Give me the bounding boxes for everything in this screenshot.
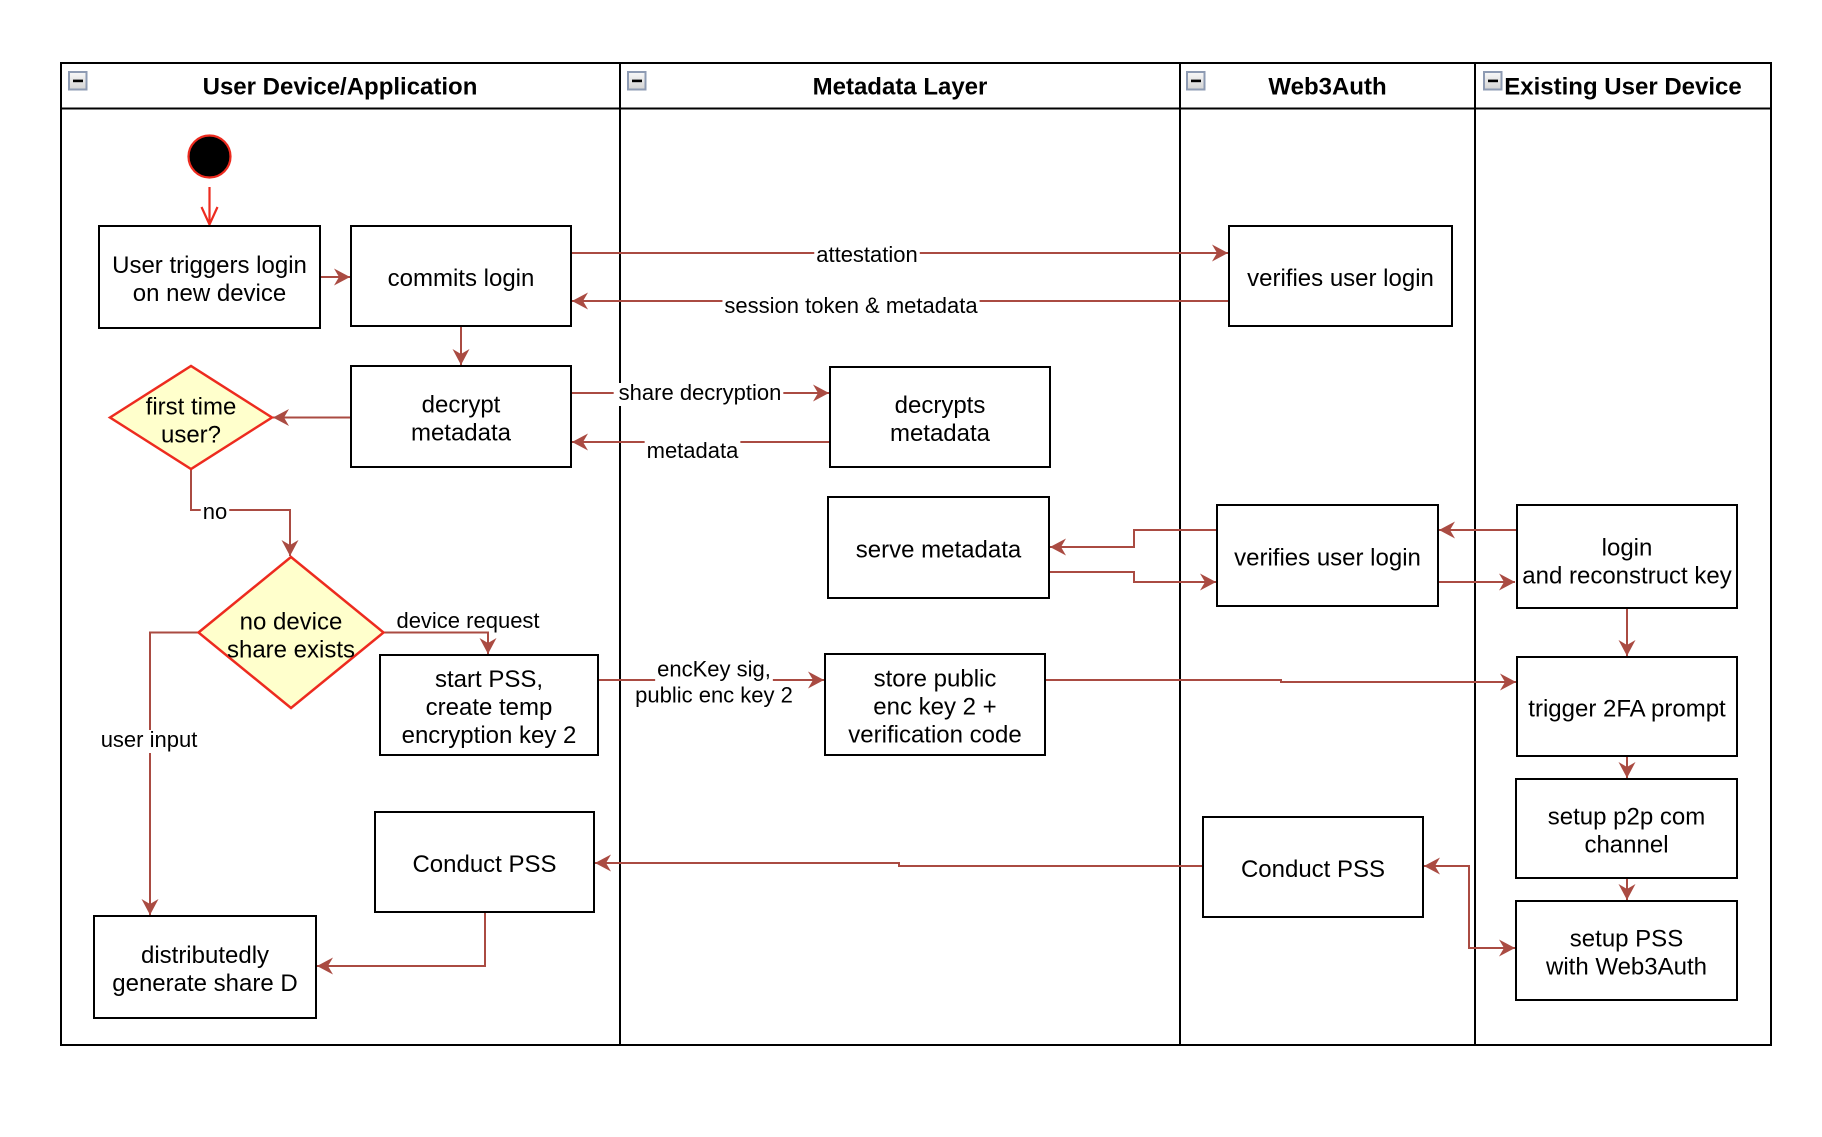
svg-text:start PSS,: start PSS, xyxy=(435,666,543,693)
svg-text:encKey sig,: encKey sig, xyxy=(657,657,771,682)
svg-text:share decryption: share decryption xyxy=(619,380,782,405)
svg-text:User Device/Application: User Device/Application xyxy=(203,74,478,101)
svg-text:Web3Auth: Web3Auth xyxy=(1268,74,1386,101)
svg-text:create temp: create temp xyxy=(426,694,553,721)
svg-text:attestation: attestation xyxy=(816,242,918,267)
svg-text:setup p2p com: setup p2p com xyxy=(1548,804,1705,831)
svg-text:trigger 2FA prompt: trigger 2FA prompt xyxy=(1528,696,1726,723)
svg-text:decrypt: decrypt xyxy=(422,392,501,419)
svg-text:Metadata Layer: Metadata Layer xyxy=(813,74,988,101)
svg-text:metadata: metadata xyxy=(647,438,739,463)
svg-text:session token & metadata: session token & metadata xyxy=(724,293,978,318)
svg-text:with Web3Auth: with Web3Auth xyxy=(1545,954,1707,981)
svg-text:channel: channel xyxy=(1584,832,1668,859)
svg-text:share exists: share exists xyxy=(227,637,355,664)
svg-text:no: no xyxy=(203,499,227,524)
svg-text:Conduct PSS: Conduct PSS xyxy=(412,851,556,878)
svg-text:Conduct PSS: Conduct PSS xyxy=(1241,856,1385,883)
svg-text:setup PSS: setup PSS xyxy=(1570,926,1683,953)
svg-text:User triggers login: User triggers login xyxy=(112,252,307,279)
svg-text:verifies user login: verifies user login xyxy=(1247,265,1434,292)
svg-text:device request: device request xyxy=(396,608,539,633)
svg-text:Existing User Device: Existing User Device xyxy=(1504,74,1741,101)
svg-text:and reconstruct key: and reconstruct key xyxy=(1522,563,1731,590)
svg-text:login: login xyxy=(1602,535,1653,562)
svg-text:no device: no device xyxy=(240,609,343,636)
svg-text:metadata: metadata xyxy=(890,420,991,447)
svg-text:generate share D: generate share D xyxy=(112,970,297,997)
svg-text:serve metadata: serve metadata xyxy=(856,537,1022,564)
svg-text:verifies user login: verifies user login xyxy=(1234,545,1421,572)
svg-text:encryption key 2: encryption key 2 xyxy=(402,722,577,749)
svg-text:verification code: verification code xyxy=(848,722,1021,749)
svg-text:on new device: on new device xyxy=(133,280,286,307)
svg-text:user?: user? xyxy=(161,422,221,449)
svg-text:user input: user input xyxy=(101,727,198,752)
svg-text:first time: first time xyxy=(146,394,237,421)
svg-text:enc key 2 +: enc key 2 + xyxy=(873,694,996,721)
svg-text:decrypts: decrypts xyxy=(895,392,986,419)
svg-text:metadata: metadata xyxy=(411,420,512,447)
svg-text:commits login: commits login xyxy=(388,265,535,292)
svg-text:public enc key 2: public enc key 2 xyxy=(635,683,793,708)
svg-text:store public: store public xyxy=(874,666,997,693)
svg-text:distributedly: distributedly xyxy=(141,942,269,969)
